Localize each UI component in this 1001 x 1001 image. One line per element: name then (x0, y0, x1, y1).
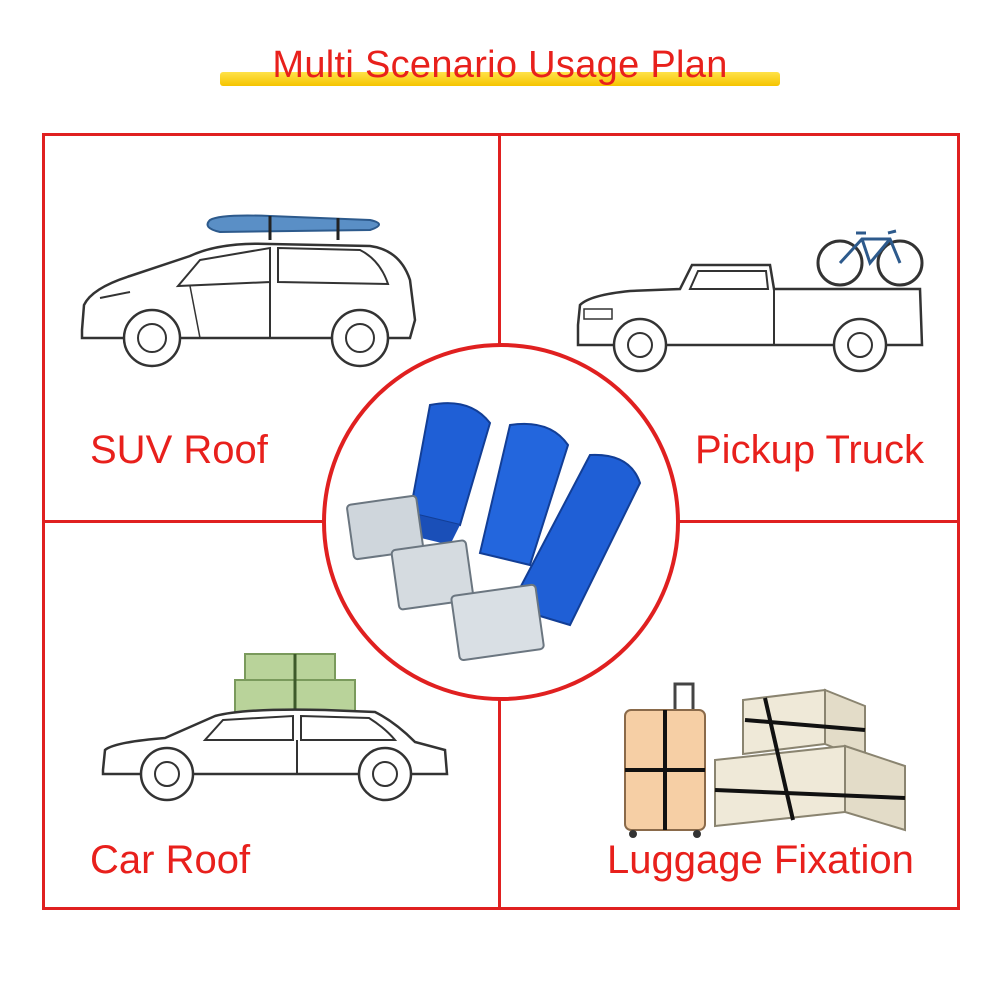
title-highlight (220, 72, 780, 86)
blue-cam-buckle-straps-icon (346, 402, 642, 662)
page-title: Multi Scenario Usage Plan (272, 44, 728, 86)
panel-label-car-roof: Car Roof (90, 838, 251, 882)
panel-label-suv-roof: SUV Roof (90, 428, 268, 472)
strapped-luggage-icon (624, 682, 906, 838)
suv-with-surfboard-icon (80, 214, 417, 368)
panel-label-pickup-truck: Pickup Truck (695, 428, 924, 472)
panel-label-luggage-fixation: Luggage Fixation (607, 838, 914, 882)
pickup-with-bicycle-icon (576, 229, 924, 373)
sedan-with-boxes-icon (101, 653, 449, 802)
title-banner: Multi Scenario Usage Plan (200, 40, 800, 100)
